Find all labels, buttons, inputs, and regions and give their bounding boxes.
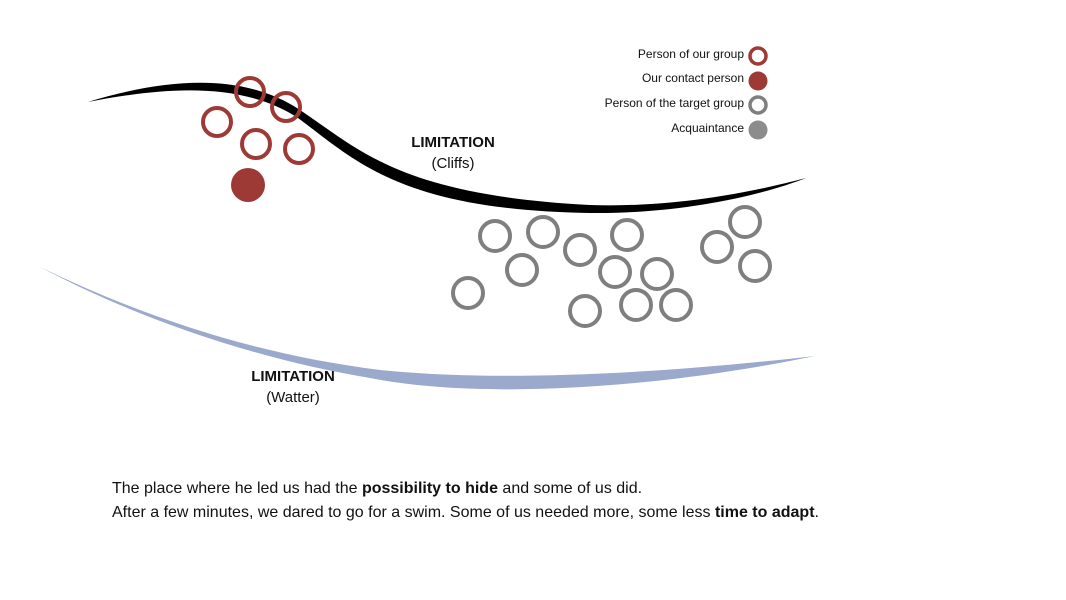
- target-group-person: [505, 253, 539, 287]
- legend-marker-ring-gray-icon: [748, 95, 768, 115]
- caption: The place where he led us had the possib…: [112, 477, 819, 525]
- target-group-person: [568, 294, 602, 328]
- water-label-subtitle: (Watter): [266, 389, 320, 406]
- our-group-person: [240, 128, 272, 160]
- target-group-person: [598, 255, 632, 289]
- legend-label-contact-person: Our contact person: [642, 71, 744, 85]
- caption-line-2-pre: After a few minutes, we dared to go for …: [112, 504, 715, 521]
- legend: Person of our group Our contact person P…: [605, 46, 768, 140]
- target-group-person: [451, 276, 485, 310]
- cliffs-label-subtitle: (Cliffs): [431, 155, 474, 172]
- target-group-person: [563, 233, 597, 267]
- target-group-person: [738, 249, 772, 283]
- legend-label-target-group: Person of the target group: [605, 96, 745, 110]
- our-group-person: [201, 106, 233, 138]
- our-group: [201, 76, 315, 202]
- target-group: [451, 205, 772, 328]
- target-group-person: [619, 288, 653, 322]
- target-group-person: [728, 205, 762, 239]
- our-group-person: [234, 76, 266, 108]
- legend-marker-dot-gray-icon: [748, 120, 768, 140]
- target-group-person: [478, 219, 512, 253]
- target-group-person: [526, 215, 560, 249]
- legend-marker-ring-red-icon: [748, 46, 768, 66]
- legend-label-acquaintance: Acquaintance: [671, 121, 744, 135]
- legend-marker-dot-red-icon: [748, 71, 768, 91]
- caption-line-1: The place where he led us had the possib…: [112, 477, 819, 501]
- cliffs-label-title: LIMITATION: [411, 134, 495, 151]
- caption-line-1-emphasis: possibility to hide: [361, 480, 498, 497]
- cliff-boundary: [88, 82, 806, 214]
- legend-label-our-group: Person of our group: [638, 47, 744, 61]
- water-label-title: LIMITATION: [251, 368, 335, 385]
- target-group-person: [659, 288, 693, 322]
- water-boundary: [40, 267, 815, 390]
- target-group-person: [700, 230, 734, 264]
- caption-line-2-post: .: [814, 504, 819, 521]
- our-group-person: [270, 91, 302, 123]
- our-group-person: [283, 133, 315, 165]
- contact-person: [231, 168, 265, 202]
- caption-line-1-pre: The place where he led us had the: [112, 480, 362, 497]
- target-group-person: [610, 218, 644, 252]
- caption-line-2: After a few minutes, we dared to go for …: [112, 501, 819, 525]
- caption-line-1-post: and some of us did.: [497, 480, 643, 497]
- target-group-person: [640, 257, 674, 291]
- caption-line-2-emphasis: time to adapt: [714, 504, 815, 521]
